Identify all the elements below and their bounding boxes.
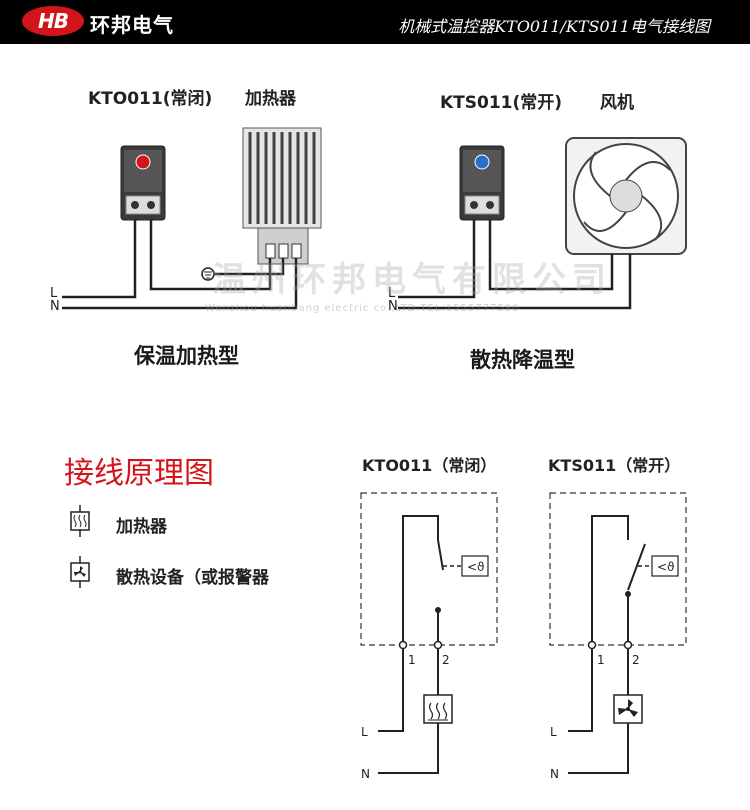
schematic-1-line-L: L xyxy=(361,725,368,739)
schematic-2-terminal-2: 2 xyxy=(632,653,640,667)
schematic-1-line-N: N xyxy=(361,767,370,781)
schematic-kts011: <ϑ 1 2 L N xyxy=(549,492,687,781)
schematic-2-terminal-1: 1 xyxy=(597,653,605,667)
fan-symbol-icon xyxy=(70,556,90,588)
page-title: 机械式温控器KTO011/KTS011电气接线图 xyxy=(398,17,710,36)
schematic-2-temp-symbol: <ϑ xyxy=(657,560,674,574)
legend-heater-label: 加热器 xyxy=(116,517,167,537)
schematic-2-line-N: N xyxy=(550,767,559,781)
legend-fan-label: 散热设备（或报警器 xyxy=(116,568,269,588)
schematic-2-title: KTS011（常开） xyxy=(548,456,681,475)
schematic-1-title: KTO011（常闭） xyxy=(362,456,497,475)
wiring-title: 接线原理图 xyxy=(64,456,214,491)
cooling-caption: 散热降温型 xyxy=(470,348,575,372)
kts011-label: KTS011(常开) xyxy=(440,93,563,113)
left-wire-N-label: N xyxy=(50,299,60,314)
top-right-wiring xyxy=(398,220,632,310)
ground-icon xyxy=(201,267,215,281)
schematic-1-temp-symbol: <ϑ xyxy=(467,560,484,574)
right-wire-L-label: L xyxy=(388,286,396,301)
brand-logo: HB xyxy=(22,6,84,36)
heating-caption: 保温加热型 xyxy=(134,344,239,368)
brand-name: 环邦电气 xyxy=(90,13,174,37)
right-wire-N-label: N xyxy=(388,299,398,314)
watermark-company: 温州环邦电气有限公司 xyxy=(212,260,612,300)
left-wire-L-label: L xyxy=(50,286,58,301)
fan-device xyxy=(565,137,687,255)
schematic-2-line-L: L xyxy=(550,725,557,739)
top-left-wiring xyxy=(62,220,298,310)
schematic-1-terminal-1: 1 xyxy=(408,653,416,667)
schematic-fan-icon xyxy=(613,694,643,724)
thermostat-kto011-device xyxy=(120,145,166,221)
schematic-1-terminal-2: 2 xyxy=(442,653,450,667)
schematic-kto011: <ϑ 1 2 L N xyxy=(360,492,498,781)
kto011-label: KTO011(常闭) xyxy=(88,89,213,109)
heater-symbol-icon xyxy=(70,505,90,537)
watermark-contact: Wenzhou huanbang electric co.,LTD TEL:15… xyxy=(205,303,520,314)
heater-device xyxy=(242,127,322,265)
header-bar: HB 环邦电气 机械式温控器KTO011/KTS011电气接线图 xyxy=(0,0,750,44)
fan-label: 风机 xyxy=(600,93,634,113)
schematic-heater-icon xyxy=(423,694,453,724)
heater-label: 加热器 xyxy=(245,89,296,109)
thermostat-kts011-device xyxy=(459,145,505,221)
